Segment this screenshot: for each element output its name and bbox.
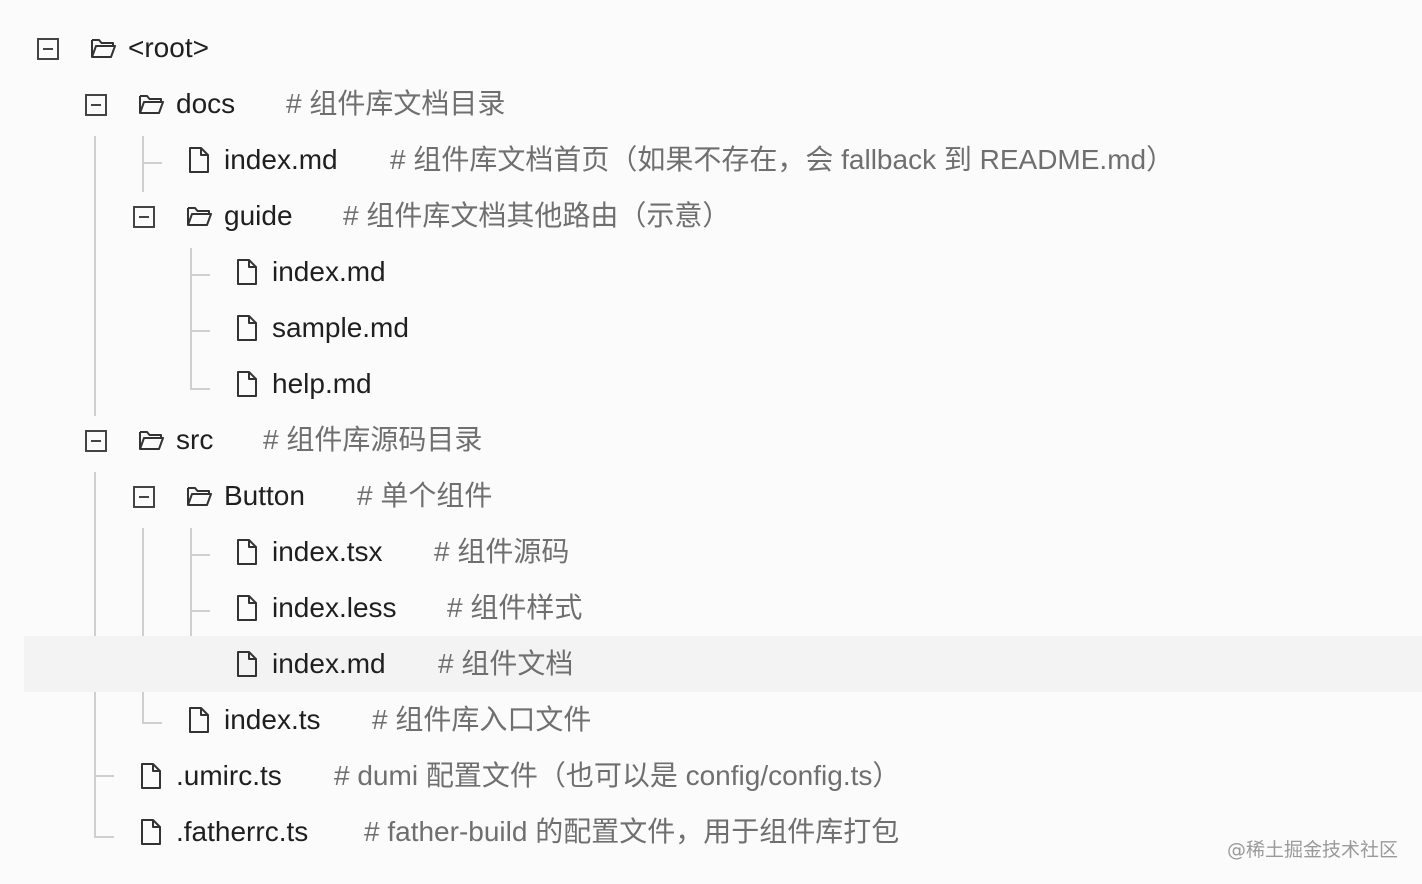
node-comment: # 组件库入口文件 [372, 704, 592, 735]
tree-guide-line [94, 836, 114, 838]
tree-guide-line [190, 610, 210, 612]
tree-row-button[interactable]: Button # 单个组件 [0, 468, 1422, 524]
node-comment: # 单个组件 [357, 480, 493, 511]
file-name: index.md [272, 648, 386, 679]
node-comment: # 组件库文档首页（如果不存在，会 fallback 到 README.md） [390, 144, 1175, 175]
file-icon [234, 538, 260, 566]
file-icon [234, 650, 260, 678]
node-comment: # 组件库文档其他路由（示意） [343, 200, 731, 231]
folder-name: src [176, 424, 214, 455]
file-name: index.tsx [272, 536, 383, 567]
tree-guide-line [190, 330, 210, 332]
tree-guide-line [94, 136, 96, 416]
tree-row-root[interactable]: <root> [0, 20, 1422, 76]
file-icon [186, 706, 212, 734]
tree-guide-line [94, 775, 114, 777]
tree-row-guide-help[interactable]: help.md [0, 356, 1422, 412]
file-name: help.md [272, 368, 372, 399]
folder-open-icon [186, 482, 212, 510]
folder-name: <root> [128, 32, 209, 63]
tree-guide-line [142, 722, 162, 724]
tree-row-docs-index[interactable]: index.md # 组件库文档首页（如果不存在，会 fallback 到 RE… [0, 132, 1422, 188]
file-icon [138, 762, 164, 790]
tree-guide-line [142, 528, 144, 724]
node-comment: # 组件样式 [447, 592, 583, 623]
file-name: .fatherrc.ts [176, 816, 309, 847]
tree-row-umirc[interactable]: .umirc.ts # dumi 配置文件（也可以是 config/config… [0, 748, 1422, 804]
collapse-toggle[interactable] [133, 206, 155, 228]
tree-row-guide-index[interactable]: index.md [0, 244, 1422, 300]
file-icon [138, 818, 164, 846]
node-comment: # father-build 的配置文件，用于组件库打包 [364, 816, 900, 847]
tree-guide-line [190, 554, 210, 556]
tree-guide-line [190, 248, 192, 390]
file-icon [234, 370, 260, 398]
node-comment: # 组件库源码目录 [263, 424, 483, 455]
tree-row-src[interactable]: src # 组件库源码目录 [0, 412, 1422, 468]
file-name: index.less [272, 592, 397, 623]
tree-guide-line [190, 274, 210, 276]
file-name: sample.md [272, 312, 409, 343]
tree-row-button-tsx[interactable]: index.tsx # 组件源码 [0, 524, 1422, 580]
node-comment: # dumi 配置文件（也可以是 config/config.ts） [334, 760, 901, 791]
tree-row-button-less[interactable]: index.less # 组件样式 [0, 580, 1422, 636]
file-name: index.md [272, 256, 386, 287]
file-name: index.md [224, 144, 338, 175]
tree-row-fatherrc[interactable]: .fatherrc.ts # father-build 的配置文件，用于组件库打… [0, 804, 1422, 860]
folder-name: guide [224, 200, 293, 231]
node-comment: # 组件文档 [438, 648, 574, 679]
tree-guide-line [190, 388, 210, 390]
file-name: index.ts [224, 704, 321, 735]
tree-row-button-md[interactable]: index.md # 组件文档 [24, 636, 1422, 692]
folder-open-icon [138, 426, 164, 454]
folder-name: docs [176, 88, 236, 119]
tree-guide-line [190, 528, 192, 670]
folder-open-icon [90, 34, 116, 62]
collapse-toggle[interactable] [133, 486, 155, 508]
file-icon [234, 594, 260, 622]
file-name: .umirc.ts [176, 760, 282, 791]
node-comment: # 组件源码 [434, 536, 570, 567]
watermark: @稀土掘金技术社区 [1226, 839, 1398, 861]
folder-open-icon [186, 202, 212, 230]
folder-name: Button [224, 480, 305, 511]
file-icon [234, 314, 260, 342]
folder-open-icon [138, 90, 164, 118]
collapse-toggle[interactable] [37, 38, 59, 60]
file-icon [186, 146, 212, 174]
tree-guide-line [142, 136, 144, 192]
tree-row-src-index[interactable]: index.ts # 组件库入口文件 [0, 692, 1422, 748]
node-comment: # 组件库文档目录 [286, 88, 506, 119]
collapse-toggle[interactable] [85, 430, 107, 452]
collapse-toggle[interactable] [85, 94, 107, 116]
tree-row-guide[interactable]: guide # 组件库文档其他路由（示意） [0, 188, 1422, 244]
file-icon [234, 258, 260, 286]
tree-guide-line [142, 162, 162, 164]
tree-row-guide-sample[interactable]: sample.md [0, 300, 1422, 356]
tree-row-docs[interactable]: docs # 组件库文档目录 [0, 76, 1422, 132]
